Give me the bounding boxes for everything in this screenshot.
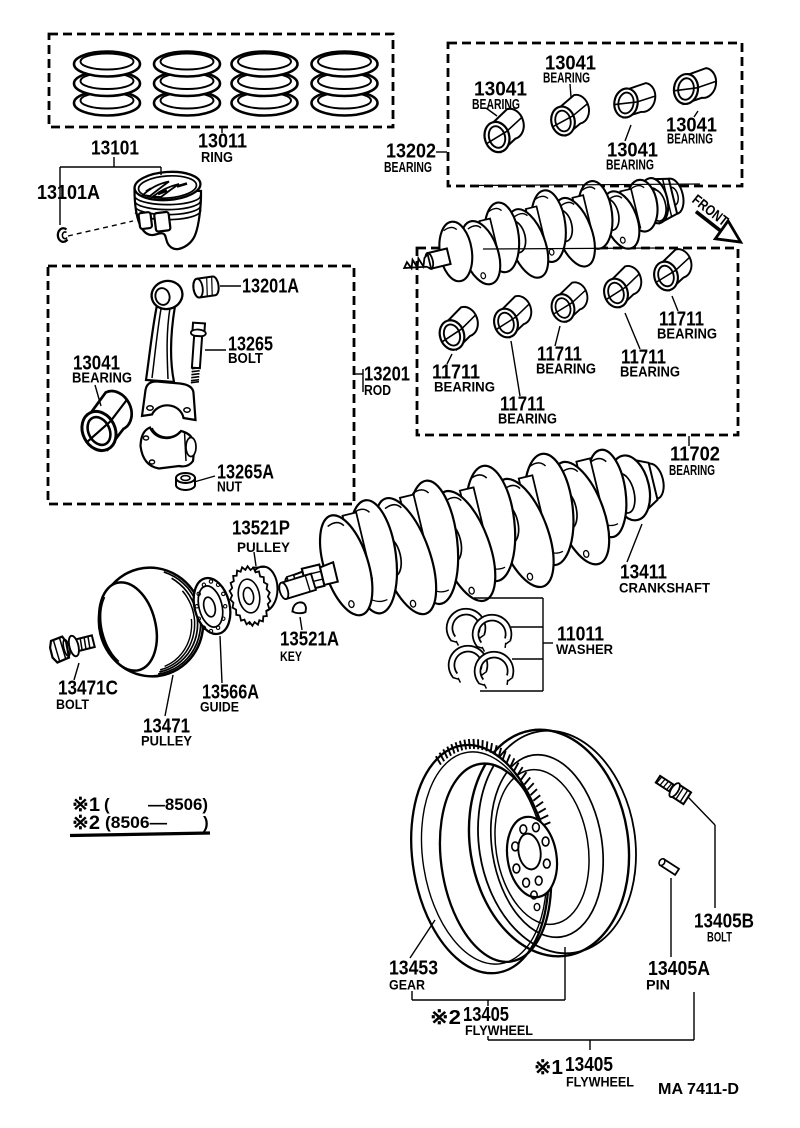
svg-text:13041: 13041 xyxy=(73,353,120,375)
svg-text:BEARING: BEARING xyxy=(543,71,590,87)
svg-text:13405A: 13405A xyxy=(648,958,710,980)
svg-text:13405: 13405 xyxy=(463,1004,509,1026)
svg-text:—8506): —8506) xyxy=(148,795,208,814)
svg-text:11711: 11711 xyxy=(432,362,480,384)
svg-text:11711: 11711 xyxy=(621,347,666,369)
svg-text:※1: ※1 xyxy=(72,795,100,816)
svg-text:13265A: 13265A xyxy=(217,462,274,484)
svg-text:BEARING: BEARING xyxy=(657,327,717,343)
svg-text:13041: 13041 xyxy=(545,53,596,75)
svg-text:NUT: NUT xyxy=(217,480,242,496)
svg-text:BEARING: BEARING xyxy=(472,97,520,113)
svg-text:13041: 13041 xyxy=(474,79,527,101)
svg-text:13405: 13405 xyxy=(565,1054,613,1076)
svg-text:13471: 13471 xyxy=(143,716,190,738)
svg-text:13041: 13041 xyxy=(666,115,717,137)
svg-text:BOLT: BOLT xyxy=(56,696,89,712)
svg-text:PULLEY: PULLEY xyxy=(141,733,193,749)
svg-text:MA 7411-D: MA 7411-D xyxy=(658,1081,739,1098)
svg-text:(8506—: (8506— xyxy=(105,813,167,832)
svg-text:11711: 11711 xyxy=(500,394,545,416)
svg-text:BEARING: BEARING xyxy=(669,463,715,479)
svg-text:BEARING: BEARING xyxy=(536,362,596,378)
svg-text:FLYWHEEL: FLYWHEEL xyxy=(465,1022,533,1038)
svg-text:FLYWHEEL: FLYWHEEL xyxy=(566,1074,634,1090)
svg-text:BEARING: BEARING xyxy=(434,379,495,395)
svg-text:13011: 13011 xyxy=(198,131,247,153)
svg-text:BEARING: BEARING xyxy=(667,132,713,148)
svg-text:※1: ※1 xyxy=(534,1057,563,1079)
svg-text:13101A: 13101A xyxy=(37,182,100,204)
svg-text:BEARING: BEARING xyxy=(606,158,654,174)
svg-text:BOLT: BOLT xyxy=(228,351,263,367)
svg-text:BEARING: BEARING xyxy=(498,412,557,428)
svg-text:11711: 11711 xyxy=(659,309,704,331)
svg-text:※2: ※2 xyxy=(72,813,100,834)
svg-text:BEARING: BEARING xyxy=(72,371,132,387)
svg-text:PIN: PIN xyxy=(646,977,670,993)
svg-text:11702: 11702 xyxy=(670,444,720,466)
svg-text:BOLT: BOLT xyxy=(707,929,732,945)
svg-text:13411: 13411 xyxy=(620,562,667,584)
svg-text:13201A: 13201A xyxy=(242,276,299,298)
svg-text:13405B: 13405B xyxy=(694,911,754,933)
svg-text:CRANKSHAFT: CRANKSHAFT xyxy=(619,580,710,596)
svg-text:BEARING: BEARING xyxy=(384,160,432,176)
svg-text:GEAR: GEAR xyxy=(389,977,425,993)
svg-text:13566A: 13566A xyxy=(202,682,259,704)
svg-text:13101: 13101 xyxy=(91,138,139,160)
svg-text:(: ( xyxy=(104,795,110,814)
svg-text:BEARING: BEARING xyxy=(620,365,680,381)
svg-text:13202: 13202 xyxy=(386,141,436,163)
svg-text:13453: 13453 xyxy=(389,958,438,980)
svg-text:): ) xyxy=(203,813,209,832)
svg-text:GUIDE: GUIDE xyxy=(200,699,239,715)
svg-text:13471C: 13471C xyxy=(58,678,118,700)
svg-text:13521A: 13521A xyxy=(280,629,339,651)
svg-text:13041: 13041 xyxy=(607,140,658,162)
svg-text:WASHER: WASHER xyxy=(556,641,613,657)
svg-text:11711: 11711 xyxy=(537,344,582,366)
svg-text:11011: 11011 xyxy=(557,624,604,646)
svg-text:13265: 13265 xyxy=(228,334,273,356)
svg-text:PULLEY: PULLEY xyxy=(237,539,291,555)
svg-text:※2: ※2 xyxy=(430,1007,461,1029)
svg-text:ROD: ROD xyxy=(364,383,391,399)
svg-text:KEY: KEY xyxy=(280,648,302,664)
svg-text:RING: RING xyxy=(201,150,233,166)
svg-text:13201: 13201 xyxy=(364,364,410,386)
svg-text:13521P: 13521P xyxy=(232,518,290,540)
